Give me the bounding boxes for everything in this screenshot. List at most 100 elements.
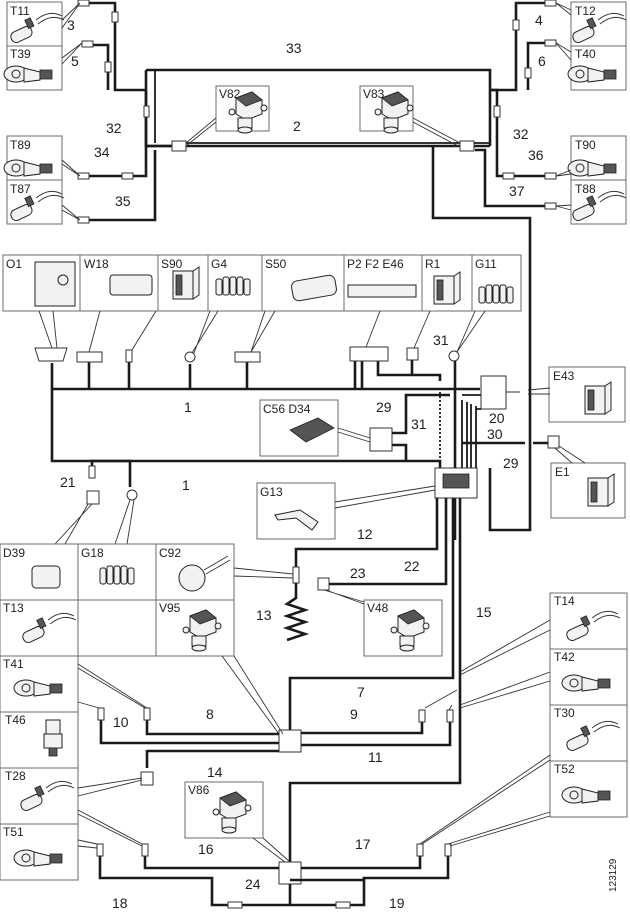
wire-label: 8 — [206, 706, 214, 722]
ground-point-icon — [215, 276, 251, 296]
component-T88: T88 — [570, 179, 627, 225]
switch-panel-icon — [109, 274, 153, 296]
component-T42: T42 — [549, 648, 628, 706]
wire-labels: 3 5 33 2 32 34 35 4 6 32 36 37 31 1 29 3… — [60, 12, 546, 911]
component-G11: G11 — [471, 254, 522, 312]
wire-label: 18 — [112, 895, 128, 911]
wire-label: 31 — [411, 416, 427, 432]
lower-harness — [77, 619, 551, 909]
connector-E43 — [480, 375, 507, 410]
wire-label: 35 — [115, 193, 131, 209]
component-label: V82 — [219, 87, 241, 101]
component-G18: G18 — [77, 543, 157, 601]
component-T13: T13 — [0, 599, 79, 657]
component-G13: G13 — [256, 482, 336, 540]
component-V83: V83 — [359, 85, 414, 134]
connector-V83 — [459, 140, 475, 152]
component-label: E43 — [553, 369, 575, 383]
wire-label: 21 — [60, 474, 76, 490]
wire-label: 3 — [67, 17, 75, 33]
wear-sensor-icon — [178, 564, 206, 592]
wire-label: 10 — [113, 714, 129, 730]
component-S90: S90 — [157, 254, 209, 312]
component-label: T88 — [575, 182, 596, 196]
wire-label: 7 — [357, 684, 365, 700]
ground-terminal-icon — [274, 509, 319, 531]
wire-label: 5 — [71, 53, 79, 69]
component-label: V83 — [363, 87, 385, 101]
wire-label: 36 — [528, 147, 544, 163]
connector-V48 — [317, 577, 330, 591]
component-T11: T11 — [6, 1, 65, 47]
component-label: G11 — [475, 257, 497, 271]
component-V48: V48 — [363, 599, 443, 657]
connector-V82 — [171, 140, 187, 152]
component-label: T28 — [5, 769, 26, 783]
component-label: T11 — [10, 4, 30, 18]
component-label: T30 — [554, 706, 575, 720]
harness-12-13 — [233, 498, 439, 642]
component-label: D39 — [3, 546, 25, 560]
component-label: W18 — [84, 257, 109, 271]
fuse-box-icon — [347, 284, 417, 298]
switch-icon — [172, 266, 200, 300]
wire-label: 22 — [404, 558, 420, 574]
wire-label: 32 — [106, 120, 122, 136]
component-label: G4 — [211, 257, 227, 271]
reference-number: 123129 — [608, 858, 619, 892]
wire-label: 13 — [256, 607, 272, 623]
wire-label: 6 — [538, 53, 546, 69]
component-label: T12 — [575, 4, 596, 18]
component-label: R1 — [425, 257, 441, 271]
wire-label: 33 — [286, 40, 302, 56]
component-label: T13 — [3, 601, 24, 615]
component-label: O1 — [6, 257, 22, 271]
connector-O1 — [34, 347, 68, 362]
wire-label: 29 — [376, 399, 392, 415]
harness-29-31 — [50, 389, 548, 468]
component-label: T41 — [3, 657, 24, 671]
wire-label: 1 — [182, 477, 190, 493]
component-E43: E43 — [548, 366, 626, 423]
component-T14: T14 — [549, 592, 628, 650]
component-T12: T12 — [570, 1, 627, 47]
wire-5 — [90, 43, 110, 90]
wire-label: 2 — [293, 118, 301, 134]
ground-point-icon — [99, 565, 135, 585]
spring-coil-icon — [282, 583, 310, 642]
component-T51: T51 — [0, 823, 79, 881]
connector-C56D34 — [369, 427, 393, 452]
component-V95: V95 — [155, 599, 235, 657]
sensor-switch-icon — [291, 274, 337, 302]
component-T87: T87 — [6, 179, 65, 225]
connector-D39 — [86, 490, 100, 505]
wire-label: 30 — [487, 426, 503, 442]
wire-label: 34 — [94, 144, 110, 160]
component-label: V95 — [159, 601, 181, 615]
component-T90: T90 — [567, 135, 627, 181]
instrument-panel-icon — [34, 261, 76, 307]
component-label: C92 — [159, 546, 181, 560]
wire-label: 32 — [513, 126, 529, 142]
component-label: T14 — [554, 594, 575, 608]
wire-label: 11 — [368, 749, 383, 765]
wire-4 — [490, 1, 548, 92]
component-O1: O1 — [2, 254, 81, 312]
component-label: T46 — [5, 713, 26, 727]
component-label: V48 — [367, 601, 389, 615]
pressure-sensor-icon — [45, 719, 61, 735]
component-T30: T30 — [549, 704, 628, 762]
wire-label: 20 — [489, 410, 505, 426]
component-label: T40 — [575, 47, 596, 61]
wire-3 — [83, 1, 146, 92]
component-T40: T40 — [567, 45, 627, 91]
wire-label: 24 — [245, 876, 261, 892]
component-C56D34: C56 D34 — [259, 399, 339, 457]
component-T41: T41 — [0, 655, 79, 713]
ecu-icon — [587, 473, 615, 507]
empty-cell — [77, 599, 157, 657]
wire-label: 15 — [476, 604, 492, 620]
wire-33 — [144, 68, 492, 148]
wire-label: 9 — [350, 706, 358, 722]
